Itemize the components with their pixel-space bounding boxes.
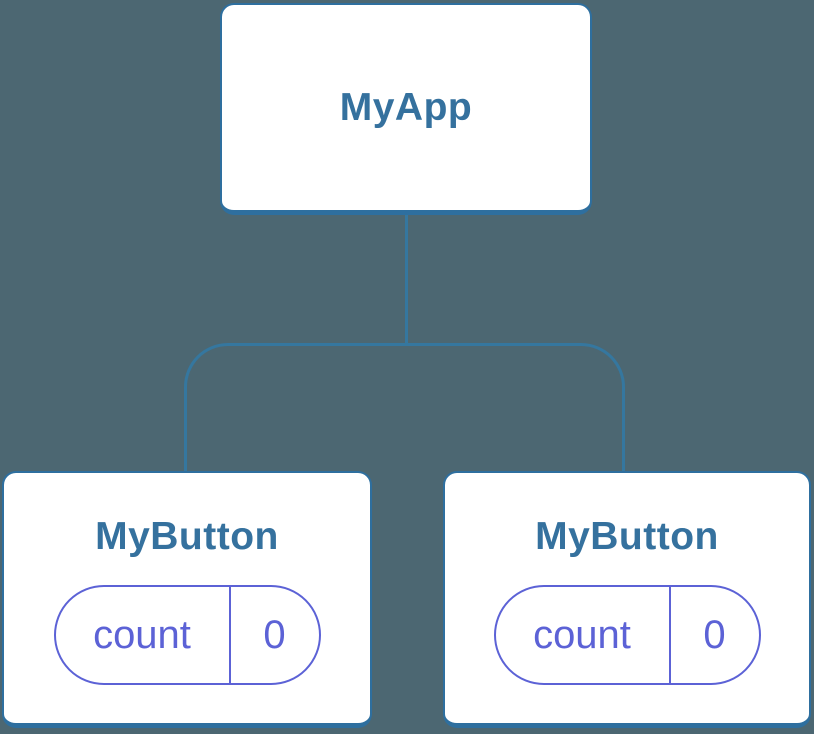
- pill-divider: [668, 587, 671, 683]
- state-value-label: 0: [703, 612, 726, 657]
- connector-bracket-line: [184, 343, 625, 471]
- pill-divider: [228, 587, 231, 683]
- root-node-label: MyApp: [339, 85, 473, 129]
- tree-node-root: MyApp: [220, 3, 592, 215]
- tree-node-child-right: MyButton count 0: [443, 471, 811, 728]
- state-key-label: count: [533, 612, 631, 657]
- state-value-label: 0: [263, 612, 286, 657]
- child-node-label: MyButton: [535, 515, 719, 558]
- state-key-label: count: [93, 612, 191, 657]
- tree-node-child-left: MyButton count 0: [2, 471, 372, 728]
- state-pill: count 0: [493, 585, 761, 685]
- state-pill: count 0: [53, 585, 321, 685]
- child-node-label: MyButton: [95, 515, 279, 558]
- connector-stem-line: [405, 215, 408, 345]
